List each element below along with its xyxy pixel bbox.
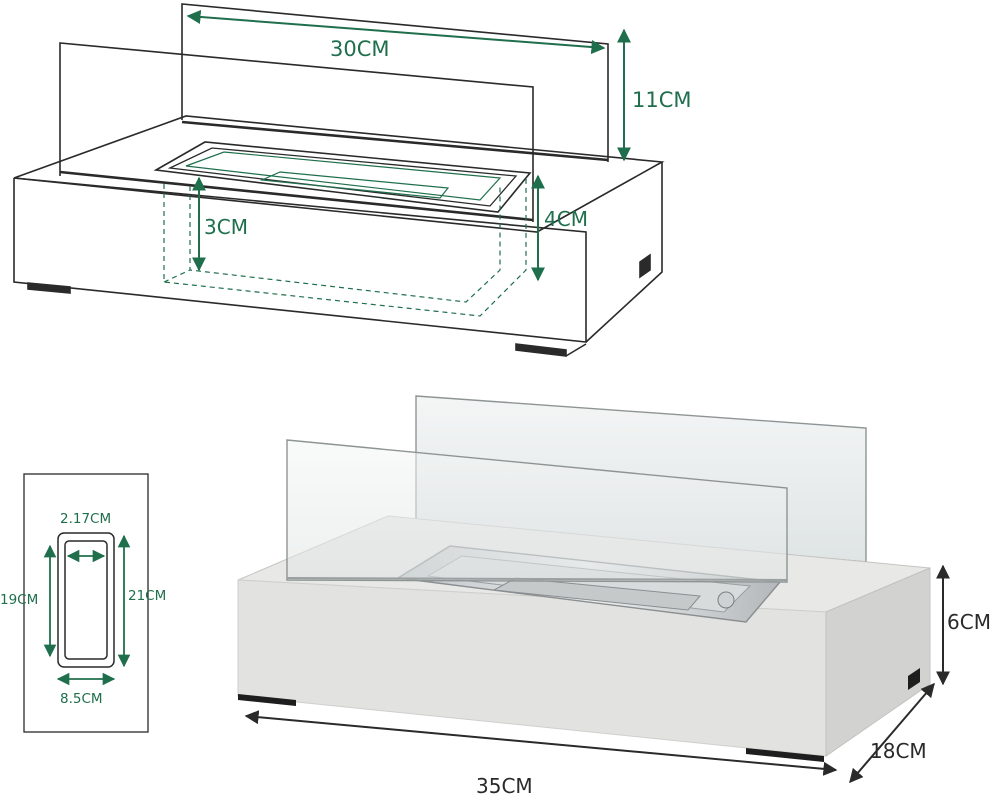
label-glass-length: 30CM [330,37,390,61]
label-burner-depth: 3CM [204,215,248,239]
label-base-inner-depth: 4CM [544,207,588,231]
burner-opening-top [153,141,532,317]
burner-lid-knob [717,591,735,609]
label-base-length: 35CM [476,774,533,798]
label-base-height: 6CM [947,610,991,634]
top-dimension-lines [186,9,631,282]
front-glass-panel [286,439,788,583]
glass-length-arrow [186,9,606,55]
foot-front-left [27,282,71,294]
burner-plan-inner [64,540,108,660]
label-burner-inner-length: 19CM [0,592,38,608]
label-burner-outer-width: 8.5CM [60,691,103,707]
burner-plan-view [23,473,149,733]
burner-wick [492,577,702,611]
product-render [237,395,931,762]
line-drawing-top-view [13,3,665,357]
base-right-face [585,162,663,343]
label-burner-top-width: 2.17CM [60,511,111,527]
foot-front-right [515,343,567,357]
burner-plan-outer [57,532,115,668]
render-dimension-lines [244,564,950,784]
base-width-arrow [849,682,935,784]
base-length-arrow [244,710,838,776]
label-base-width: 18CM [870,739,927,763]
back-glass-outline [181,3,609,162]
label-glass-height: 11CM [632,88,692,112]
foot-back-right [639,253,651,279]
label-burner-outer-length: 21CM [128,588,166,604]
